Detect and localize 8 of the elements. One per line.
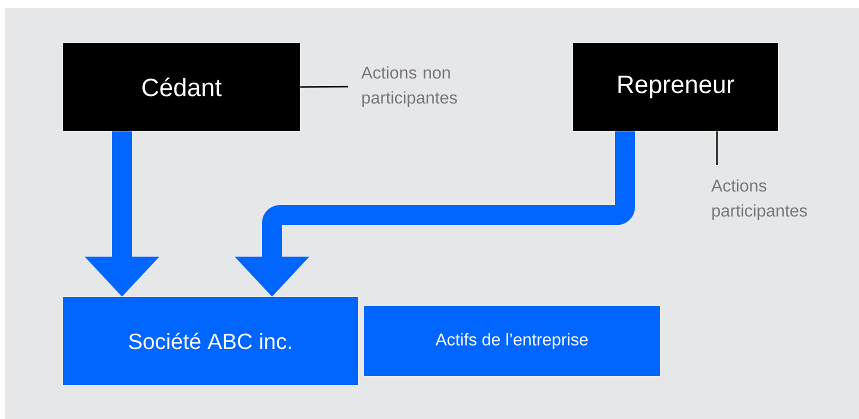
leader-line [716,131,718,165]
process-box: Repreneur [573,43,778,131]
process-box: Société ABC inc. [63,297,358,385]
annotation-text: Actions participantes [711,179,807,220]
process-box: Cédant [63,43,300,131]
annotation-text: Actions non participantes [361,66,457,108]
process-box: Actifs de l’entreprise [364,306,660,376]
leader-line [300,86,348,88]
